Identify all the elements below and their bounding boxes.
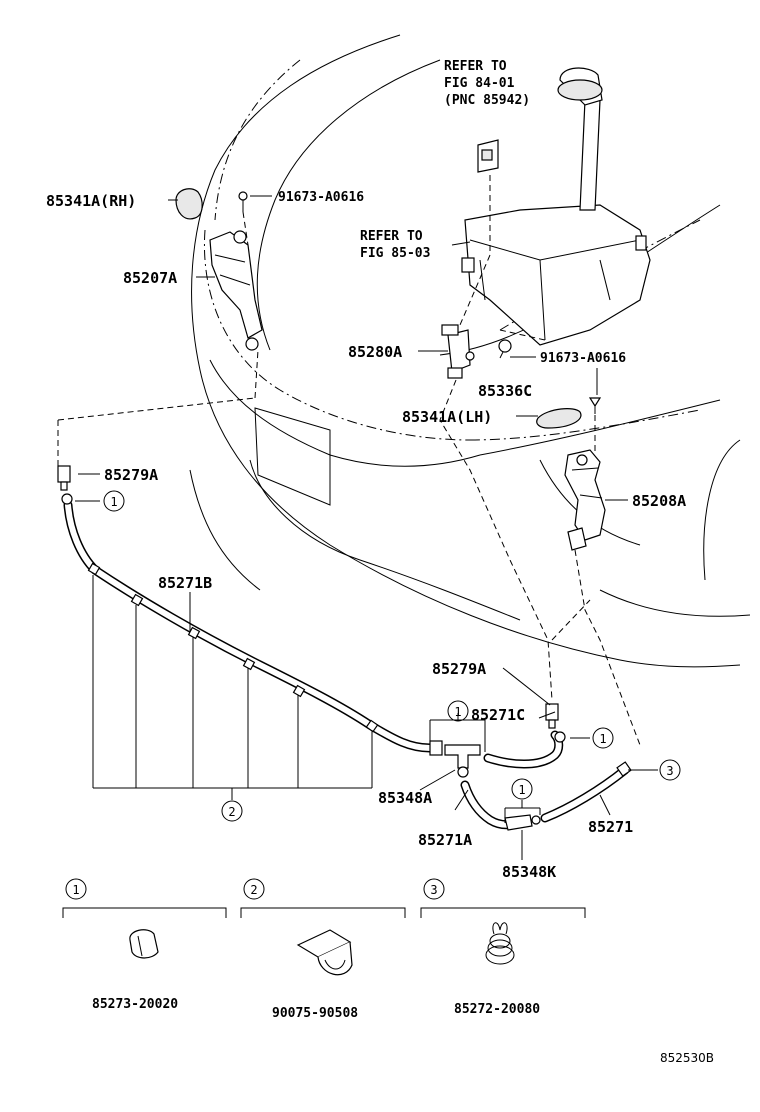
- label-85207a: 85207A: [123, 269, 177, 287]
- screw-icon-top: [238, 191, 248, 212]
- svg-text:2: 2: [228, 805, 235, 819]
- legend-item-2-number: 2: [250, 883, 257, 897]
- svg-text:1: 1: [110, 495, 117, 509]
- label-91673-mid: 91673-A0616: [540, 351, 626, 366]
- label-fig-84: FIG 84-01: [444, 76, 515, 91]
- label-85271c: 85271C: [471, 706, 525, 724]
- label-85341a-rh: 85341A(RH): [46, 192, 136, 210]
- diagram-id: 852530B: [660, 1051, 714, 1065]
- legend-item-2-part: 90075-90508: [272, 1006, 358, 1021]
- callout-1-left: 1: [103, 490, 125, 512]
- clip-icon-90075: [296, 929, 353, 976]
- label-85280a: 85280A: [348, 343, 402, 361]
- label-85279a-right: 85279A: [432, 660, 486, 678]
- callout-2-bracket: 2: [221, 800, 243, 822]
- routing-lines: [57, 175, 641, 746]
- label-refer-85: REFER TO: [360, 229, 423, 244]
- hose-85271c: [483, 730, 566, 769]
- bracket-85271b: [92, 575, 373, 800]
- label-fig-85: FIG 85-03: [360, 246, 430, 261]
- check-valve-left: [57, 465, 71, 491]
- label-91673-top: 91673-A0616: [278, 190, 364, 205]
- legend-item-1-number: 1: [72, 883, 79, 897]
- svg-text:1: 1: [599, 732, 606, 746]
- part-labels: 85341A(RH) 91673-A0616 REFER TO FIG 84-0…: [46, 59, 686, 881]
- legend-item-3: 3 85272-20080: [420, 878, 586, 1017]
- washer-pump-85280a: [441, 324, 475, 379]
- legend-item-2: 2 90075-90508: [240, 878, 406, 1021]
- washer-nozzle-85208a: [564, 449, 606, 551]
- callout-1-right: 1: [592, 727, 614, 749]
- label-85271b: 85271B: [158, 574, 212, 592]
- svg-text:1: 1: [518, 783, 525, 797]
- legend-item-3-part: 85272-20080: [454, 1002, 540, 1017]
- label-85271a: 85271A: [418, 831, 472, 849]
- nozzle-cover-rh: [175, 188, 203, 220]
- washer-nozzle-85207a: [209, 230, 263, 351]
- label-85341a-lh: 85341A(LH): [402, 408, 492, 426]
- svg-text:3: 3: [666, 764, 673, 778]
- check-valve-right: [545, 703, 559, 729]
- label-85208a: 85208A: [632, 492, 686, 510]
- clamp-icon-85273: [129, 929, 159, 959]
- label-pnc-85942: (PNC 85942): [444, 93, 530, 108]
- nozzle-cover-lh: [536, 408, 582, 429]
- joint-85348a: [429, 740, 481, 778]
- legend-item-1-part: 85273-20020: [92, 997, 178, 1012]
- joint-85348k: [504, 814, 541, 831]
- spring-clamp-icon-85272: [485, 922, 515, 965]
- grommet-85336c: [498, 339, 512, 353]
- legend-item-3-number: 3: [430, 883, 437, 897]
- callout-3-hose: 3: [659, 759, 681, 781]
- washer-tank: [461, 67, 651, 346]
- hose-85271b: [61, 493, 435, 753]
- callout-1-lower: 1: [511, 778, 533, 800]
- screw-icon-mid: [588, 397, 602, 414]
- label-85336c: 85336C: [478, 382, 532, 400]
- label-refer-84: REFER TO: [444, 59, 507, 74]
- label-85348k: 85348K: [502, 863, 556, 881]
- label-85279a-left: 85279A: [104, 466, 158, 484]
- legend-item-1: 1 85273-20020: [62, 878, 227, 1012]
- svg-text:1: 1: [454, 705, 461, 719]
- label-85348a: 85348A: [378, 789, 432, 807]
- callouts: 1 2 1 1 1 3: [103, 490, 681, 822]
- vehicle-body-outline: [189, 34, 751, 668]
- callout-1-joint: 1: [447, 700, 469, 722]
- label-85271: 85271: [588, 818, 633, 836]
- leader-lines: [75, 195, 658, 860]
- hose-85271: [540, 761, 632, 823]
